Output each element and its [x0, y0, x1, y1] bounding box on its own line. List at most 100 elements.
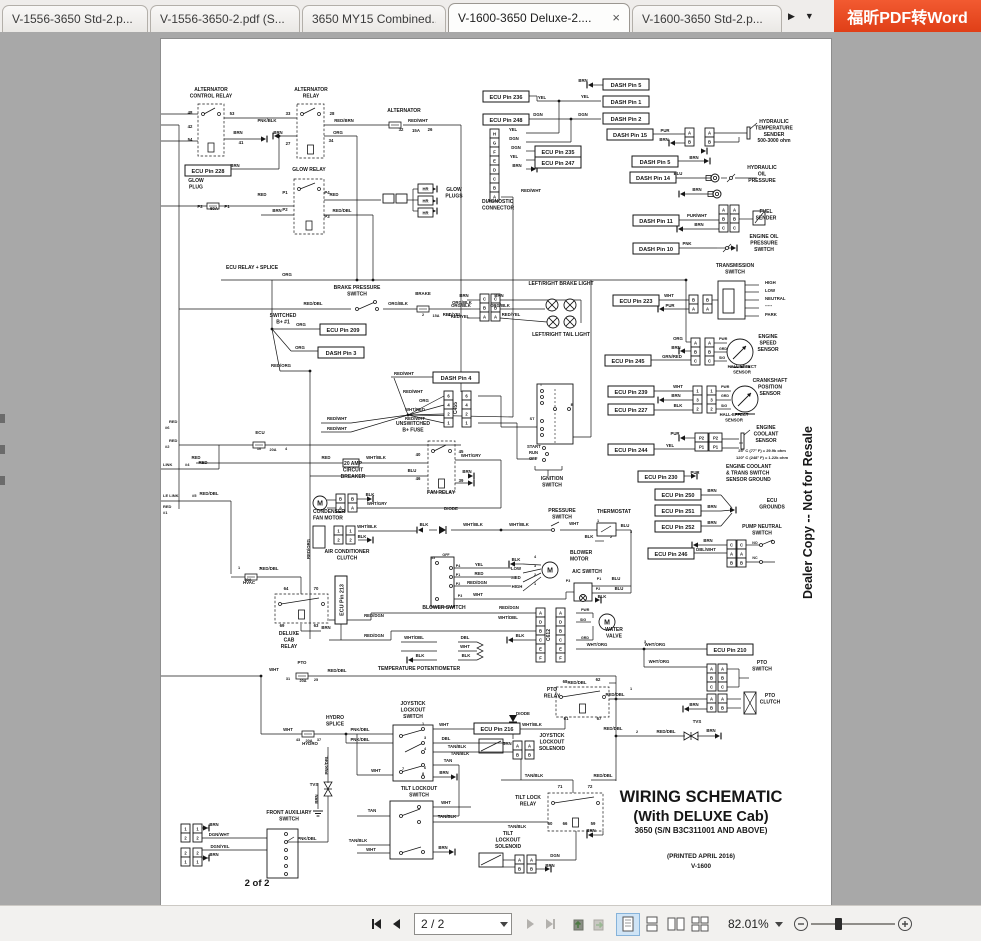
single-page-view-button[interactable]	[616, 912, 640, 936]
svg-text:RED/DBL: RED/DBL	[327, 668, 346, 673]
continuous-view-button[interactable]	[640, 913, 664, 936]
zoom-slider-handle[interactable]	[834, 918, 842, 930]
next-view-button[interactable]	[588, 914, 608, 934]
svg-text:D: D	[539, 620, 542, 625]
svg-text:D: D	[559, 620, 562, 625]
svg-text:B: B	[483, 306, 486, 311]
svg-text:ECU Pin 246: ECU Pin 246	[655, 552, 688, 558]
svg-text:DASH Pin 4: DASH Pin 4	[441, 376, 473, 382]
svg-text:53: 53	[230, 111, 235, 116]
svg-text:WHT: WHT	[441, 800, 451, 805]
previous-page-button[interactable]	[386, 914, 406, 934]
svg-text:10: 10	[257, 447, 261, 451]
svg-text:BRN: BRN	[671, 345, 680, 350]
svg-text:RED/YEL: RED/YEL	[443, 312, 462, 317]
zoom-out-button[interactable]	[791, 914, 811, 934]
svg-text:WHT/BLK: WHT/BLK	[366, 455, 387, 460]
panel-edge-mark	[0, 414, 5, 423]
svg-text:HVAC: HVAC	[243, 580, 256, 585]
svg-text:RED/DBL: RED/DBL	[332, 208, 351, 213]
svg-text:E: E	[539, 647, 542, 652]
svg-text:WHT/GRY: WHT/GRY	[367, 501, 387, 506]
previous-view-button[interactable]	[568, 914, 588, 934]
svg-text:WHT: WHT	[366, 847, 376, 852]
svg-text:RED/YEL: RED/YEL	[502, 312, 521, 317]
svg-text:WHT/ORG: WHT/ORG	[645, 642, 666, 647]
svg-text:A: A	[721, 667, 724, 672]
svg-text:WHT: WHT	[673, 384, 683, 389]
svg-text:60: 60	[548, 821, 553, 826]
continuous-facing-view-button[interactable]	[688, 913, 712, 936]
zoom-dropdown-icon[interactable]	[774, 921, 783, 927]
svg-text:1: 1	[710, 389, 713, 394]
svg-text:ECU Pin 236: ECU Pin 236	[490, 95, 523, 101]
svg-text:ORG/BLK: ORG/BLK	[490, 303, 511, 308]
next-page-button[interactable]	[520, 914, 540, 934]
svg-text:1: 1	[630, 687, 632, 691]
svg-text:TAN/BLK: TAN/BLK	[508, 824, 527, 829]
document-tab-2[interactable]: V-1556-3650-2.pdf (S...	[150, 5, 300, 32]
svg-text:48: 48	[188, 110, 193, 115]
svg-text:ORG/BLK: ORG/BLK	[388, 301, 409, 306]
svg-text:BLK: BLK	[358, 534, 368, 539]
svg-text:PWR: PWR	[581, 608, 590, 612]
svg-text:1: 1	[597, 519, 599, 523]
svg-text:7: 7	[259, 567, 261, 571]
svg-text:RED/WHT: RED/WHT	[403, 389, 423, 394]
svg-text:WHT: WHT	[473, 592, 483, 597]
svg-text:ORG: ORG	[419, 398, 429, 403]
document-tab-4[interactable]: V-1600-3650 Deluxe-2....×	[448, 3, 630, 32]
svg-text:#1: #1	[163, 510, 168, 515]
svg-text:A: A	[708, 341, 711, 346]
svg-text:28: 28	[330, 111, 335, 116]
svg-text:DASH Pin 2: DASH Pin 2	[611, 117, 642, 123]
svg-text:A: A	[692, 307, 695, 312]
foxit-pdf-to-word-button[interactable]: 福昕PDF转Word	[834, 0, 981, 32]
svg-text:RED: RED	[163, 504, 172, 509]
svg-text:SIG: SIG	[721, 404, 727, 408]
tab-menu-icon[interactable]: ▼	[804, 11, 814, 21]
svg-text:RED/DBL: RED/DBL	[567, 680, 586, 685]
svg-text:BRN: BRN	[586, 828, 595, 833]
svg-text:M: M	[317, 501, 323, 508]
svg-text:PUR: PUR	[660, 128, 670, 133]
page-dropdown-icon[interactable]	[497, 914, 511, 934]
svg-text:BRN: BRN	[689, 702, 698, 707]
svg-text:ORG: ORG	[295, 345, 305, 350]
zoom-slider[interactable]	[810, 916, 895, 932]
svg-text:C: C	[710, 685, 713, 690]
last-page-button[interactable]	[540, 914, 560, 934]
svg-text:DBL: DBL	[442, 736, 451, 741]
svg-text:A: A	[733, 208, 736, 213]
page-number-input[interactable]: 2 / 2	[414, 913, 512, 935]
svg-text:42: 42	[188, 124, 193, 129]
svg-text:WHT: WHT	[439, 722, 449, 727]
document-tab-3[interactable]: 3650 MY15 Combined...	[302, 5, 446, 32]
svg-text:B: B	[518, 867, 521, 872]
facing-view-button[interactable]	[664, 913, 688, 936]
svg-text:B: B	[493, 186, 496, 191]
svg-text:ORG: ORG	[282, 272, 292, 277]
svg-text:A: A	[721, 697, 724, 702]
first-page-button[interactable]	[366, 914, 386, 934]
tab-close-icon[interactable]: ×	[612, 10, 620, 25]
svg-text:ECU Pin 247: ECU Pin 247	[542, 161, 575, 167]
svg-text:P2: P2	[456, 582, 460, 586]
document-tab-1[interactable]: V-1556-3650 Std-2.p...	[2, 5, 148, 32]
tab-scroll-right-icon[interactable]: ▶	[788, 10, 795, 21]
svg-text:HR: HR	[422, 199, 428, 204]
svg-text:TVS: TVS	[693, 719, 702, 724]
svg-text:B: B	[722, 217, 725, 222]
document-tab-5[interactable]: V-1600-3650 Std-2.p...	[632, 5, 782, 32]
svg-text:WHT/DBL: WHT/DBL	[404, 635, 424, 640]
zoom-in-button[interactable]	[895, 914, 915, 934]
svg-text:V-1600: V-1600	[691, 863, 711, 870]
